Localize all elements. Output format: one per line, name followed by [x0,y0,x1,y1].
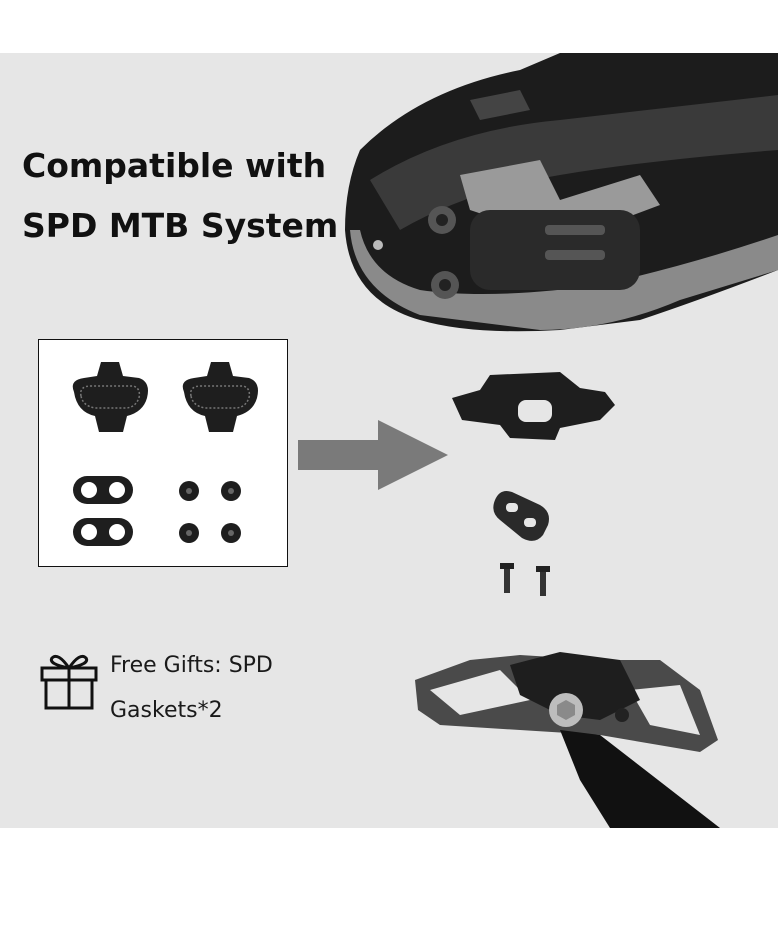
headline-line-2: SPD MTB System [22,206,339,245]
cleat-image [452,372,615,440]
gift-note-line-1: Free Gifts: SPD [110,653,273,678]
cycling-shoe-image [345,53,778,332]
washer-part-icon [73,518,133,546]
pedal-image [415,652,720,828]
headline-line-1: Compatible with [22,146,327,185]
screw-part-icon [179,481,241,543]
cleat-screws-image [500,563,550,596]
arrow-right-icon [298,420,448,490]
headline: Compatible with SPD MTB System [22,136,338,256]
cleat-part-icon [72,362,148,432]
gift-icon [40,654,98,710]
cleat-kit-box [38,339,288,567]
cleat-washer-image [493,491,549,541]
gift-note-line-2: Gaskets*2 [110,698,223,723]
washer-part-icon [73,476,133,504]
cleat-kit-contents [72,362,258,546]
gift-note: Free Gifts: SPD Gaskets*2 [110,643,273,733]
cleat-part-icon [182,362,258,432]
